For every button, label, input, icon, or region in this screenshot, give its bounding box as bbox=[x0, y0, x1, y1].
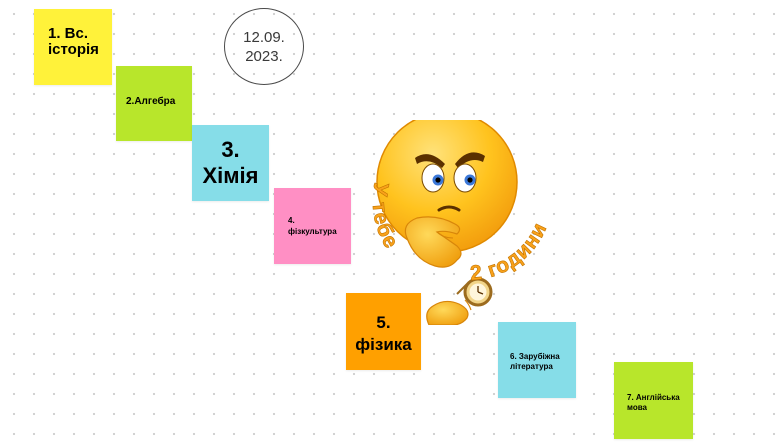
note-label: фізика bbox=[355, 335, 412, 354]
sticky-note-chemistry[interactable]: 3. Хімія bbox=[192, 125, 269, 201]
sticky-note-physics[interactable]: 5. фізика bbox=[346, 293, 421, 370]
date-line: 2023. bbox=[245, 47, 283, 65]
sticky-note-history[interactable]: 1. Вс. історія bbox=[34, 9, 112, 85]
note-label: 3. bbox=[221, 137, 240, 162]
note-label: 1. Вс. bbox=[48, 25, 89, 42]
note-label: 4. bbox=[288, 216, 295, 225]
thinking-clock-emoji[interactable]: У тебе 2 години bbox=[345, 120, 560, 325]
note-label: 2.Алгебра bbox=[126, 96, 176, 107]
note-label: 7. Англійська bbox=[627, 393, 680, 402]
note-label: література bbox=[510, 362, 553, 371]
sticky-note-english[interactable]: 7. Англійська мова bbox=[614, 362, 693, 439]
sticky-note-algebra[interactable]: 2.Алгебра bbox=[116, 66, 192, 141]
note-label: фізкультура bbox=[288, 227, 337, 236]
thinking-hand bbox=[404, 216, 462, 268]
sticky-note-physical-education[interactable]: 4. фізкультура bbox=[274, 188, 351, 264]
watch-hand bbox=[426, 300, 469, 325]
note-label: 5. bbox=[376, 313, 391, 332]
date-circle[interactable]: 12.09. 2023. bbox=[224, 8, 304, 85]
date-line: 12.09. bbox=[243, 28, 285, 46]
note-label: мова bbox=[627, 403, 647, 412]
note-label: історія bbox=[48, 41, 99, 58]
note-label: 6. Зарубіжна bbox=[510, 352, 560, 361]
left-eyebrow bbox=[415, 154, 445, 168]
note-label: Хімія bbox=[202, 163, 259, 188]
mouth bbox=[437, 205, 461, 212]
sticky-note-foreign-literature[interactable]: 6. Зарубіжна література bbox=[498, 322, 576, 398]
